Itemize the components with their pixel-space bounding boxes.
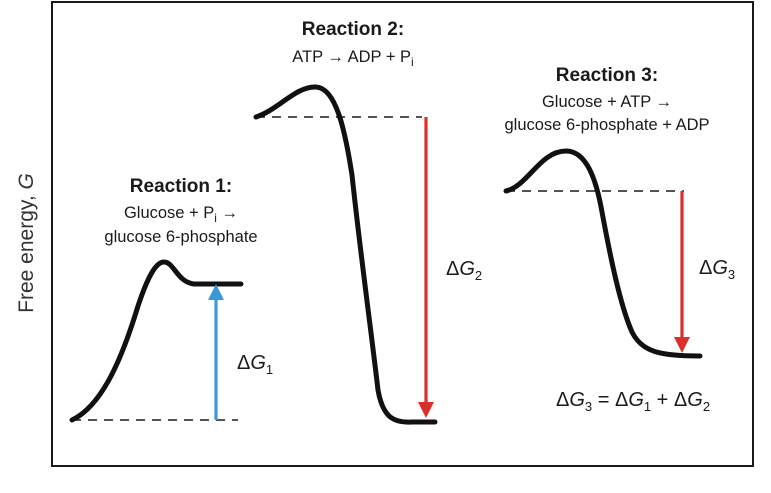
reaction-3-equation-line1: Glucose + ATP → (542, 93, 672, 111)
reaction-1-energy-curve (69, 259, 244, 423)
reaction-3-energy-curve (503, 148, 703, 359)
reaction-1-equation-line2: glucose 6-phosphate (104, 228, 257, 246)
diagram-frame (51, 1, 754, 467)
y-axis-label: Free energy, G (15, 173, 38, 313)
reaction-3-equation-line2: glucose 6-phosphate + ADP (504, 116, 709, 134)
reaction-2-delta-label: ΔG2 (446, 258, 482, 283)
reaction-2-energy-curve (253, 84, 438, 425)
sum-equation: ΔG3 = ΔG1 + ΔG2 (556, 389, 710, 414)
reaction-3-delta-label: ΔG3 (699, 257, 735, 282)
reaction-2: Reaction 2: ATP → ADP + Pi ΔG2 (253, 19, 482, 425)
reaction-2-equation: ATP → ADP + Pi (292, 48, 413, 69)
reaction-1-delta-label: ΔG1 (237, 352, 273, 377)
reaction-3-title: Reaction 3: (556, 65, 658, 86)
reaction-1-title: Reaction 1: (130, 176, 232, 197)
reaction-1-equation-line1: Glucose + Pi → (124, 204, 238, 225)
reaction-1: Reaction 1: Glucose + Pi → glucose 6-pho… (69, 176, 273, 423)
reaction-2-title: Reaction 2: (302, 19, 404, 40)
reaction-3: Reaction 3: Glucose + ATP → glucose 6-ph… (503, 65, 735, 414)
